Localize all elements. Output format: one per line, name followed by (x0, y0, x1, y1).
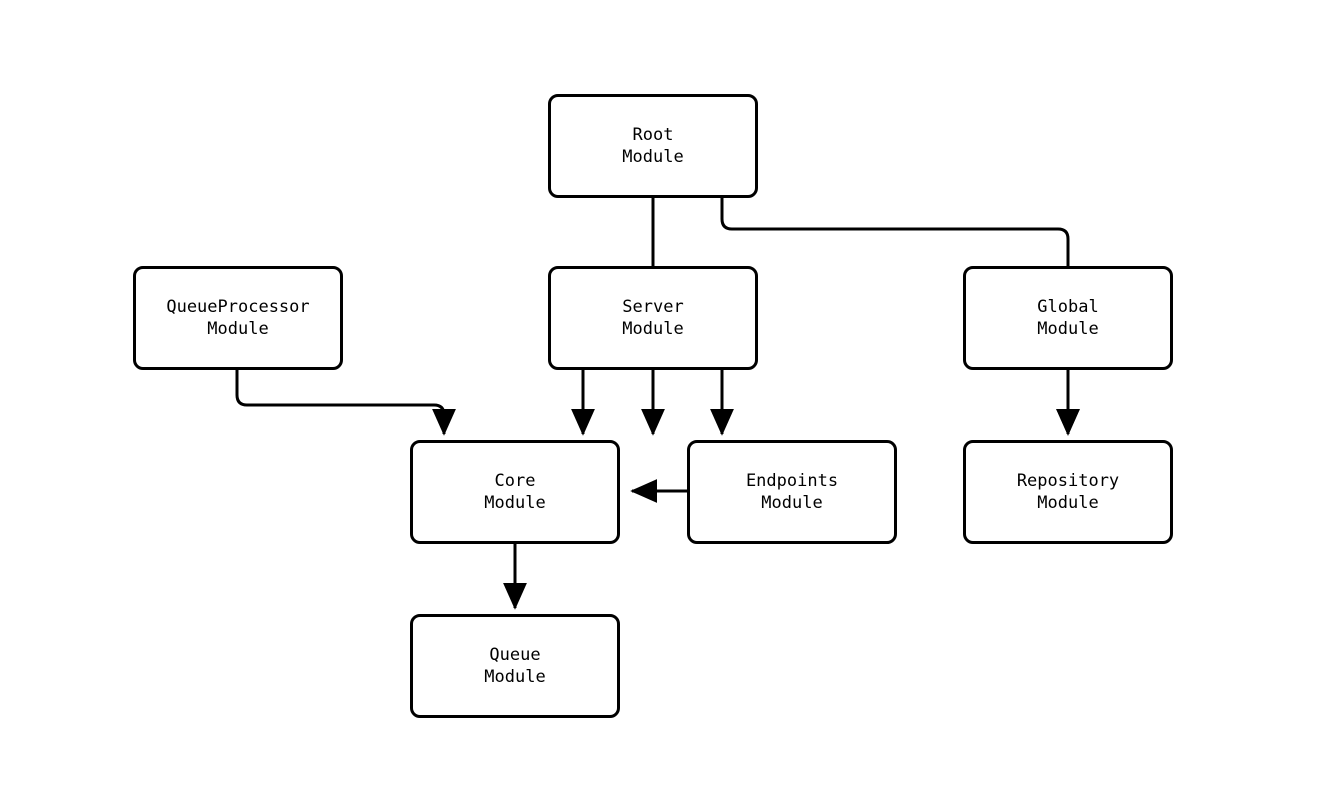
node-root-module-line2: Module (622, 147, 684, 167)
node-endpoints-module-line2: Module (761, 493, 823, 513)
node-repository-module-line1: Repository (1016, 471, 1120, 491)
node-core-module-line2: Module (484, 493, 546, 513)
node-queue-module[interactable]: Queue Module (410, 614, 620, 718)
node-endpoints-module[interactable]: Endpoints Module (687, 440, 897, 544)
node-repository-module-line2: Module (1037, 493, 1099, 513)
node-root-module[interactable]: Root Module (548, 94, 758, 198)
node-global-module-line1: Global (1037, 297, 1099, 317)
node-server-module[interactable]: Server Module (548, 266, 758, 370)
node-core-module[interactable]: Core Module (410, 440, 620, 544)
node-queue-module-line2: Module (484, 667, 546, 687)
node-endpoints-module-line1: Endpoints (745, 471, 839, 491)
node-global-module-line2: Module (1037, 319, 1099, 339)
node-queue-module-line1: Queue (489, 645, 541, 665)
node-repository-module[interactable]: Repository Module (963, 440, 1173, 544)
node-queueprocessor-module-line1: QueueProcessor (166, 297, 310, 317)
node-server-module-line2: Module (622, 319, 684, 339)
node-queueprocessor-module-line2: Module (207, 319, 269, 339)
edge-root-to-global (720, 198, 1080, 436)
node-server-module-line1: Server (622, 297, 684, 317)
node-global-module[interactable]: Global Module (963, 266, 1173, 370)
node-core-module-line1: Core (494, 471, 536, 491)
node-queueprocessor-module[interactable]: QueueProcessor Module (133, 266, 343, 370)
edge-queueprocessor-to-core (235, 370, 456, 436)
node-root-module-line1: Root (632, 125, 674, 145)
